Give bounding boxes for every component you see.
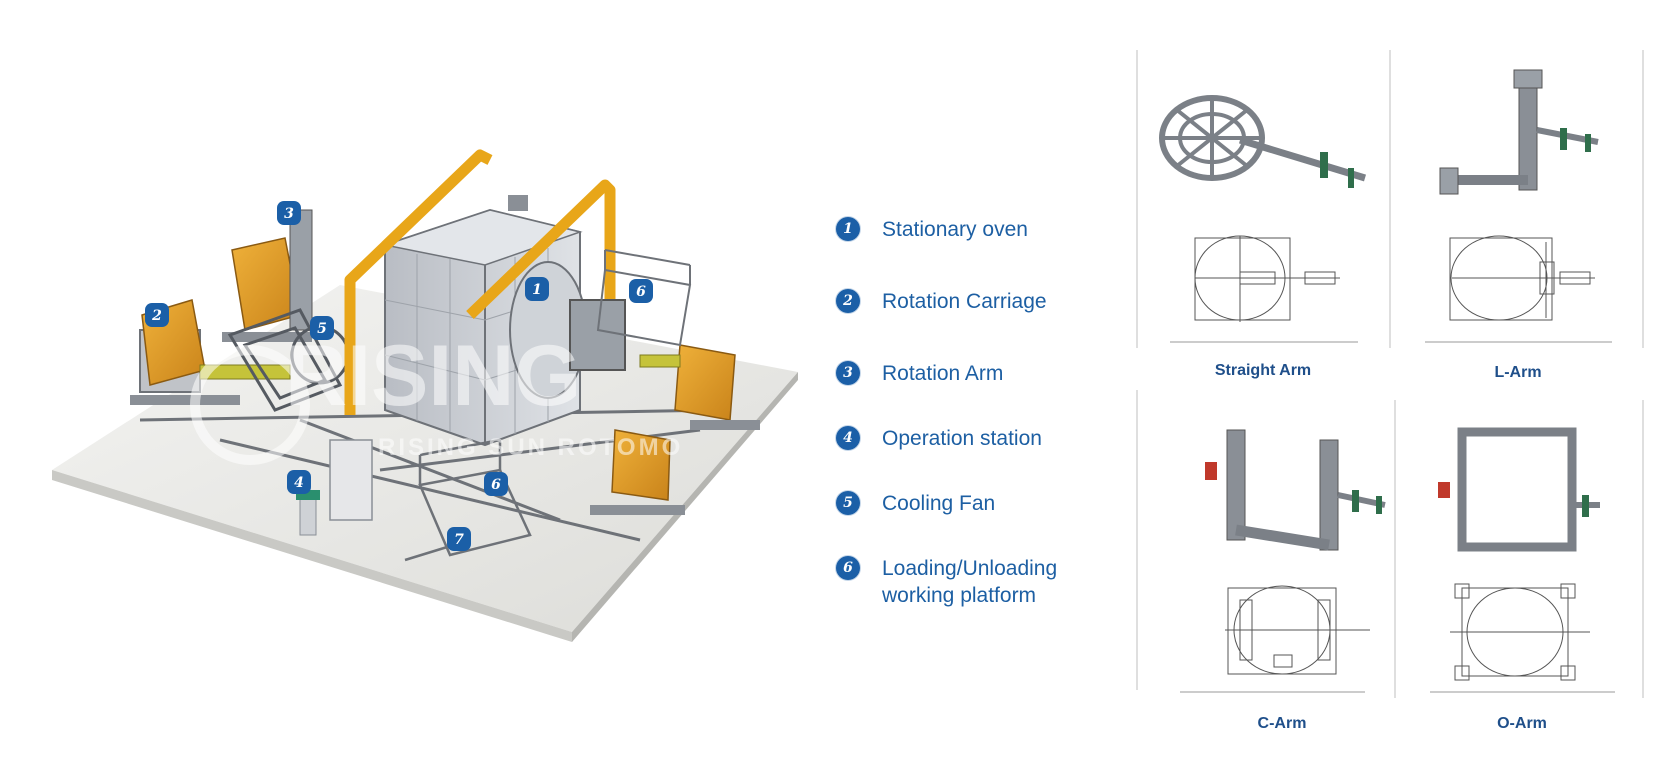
legend-number-badge: 3 [836, 361, 860, 385]
legend-label: Rotation Carriage [882, 290, 1047, 313]
callout-3: 3 [277, 201, 301, 225]
svg-text:RISING SUN ROTOMO: RISING SUN ROTOMO [378, 434, 683, 461]
legend-label: Stationary oven [882, 218, 1028, 241]
callout-6-front: 6 [484, 472, 508, 496]
svg-text:2: 2 [151, 308, 162, 324]
svg-text:1: 1 [532, 282, 542, 298]
c-arm-caption: C-Arm [1257, 715, 1307, 732]
l-arm-render [1439, 69, 1599, 195]
callout-6-back: 6 [629, 279, 653, 303]
o-arm-caption: O-Arm [1497, 715, 1547, 732]
o-arm-drawing [1450, 583, 1590, 681]
operation-station [296, 439, 373, 536]
svg-text:3: 3 [284, 206, 294, 222]
svg-text:5: 5 [317, 321, 327, 337]
o-arm-render [1438, 427, 1600, 552]
legend-item-rotation-carriage: 2 Rotation Carriage [836, 288, 1112, 315]
l-arm-drawing [1449, 235, 1595, 321]
arm-types-panel [1136, 50, 1644, 698]
legend-label: Operation station [882, 427, 1042, 450]
legend-number-badge: 1 [836, 217, 860, 241]
l-arm-caption: L-Arm [1494, 364, 1542, 381]
legend-number-badge: 6 [836, 556, 860, 580]
legend-label: Rotation Arm [882, 362, 1004, 385]
legend-number-badge: 2 [836, 289, 860, 313]
oven-door-frames [344, 149, 616, 415]
callout-5: 5 [310, 316, 334, 340]
floor-edge [52, 470, 572, 642]
machine-illustration: RISING RISING SUN ROTOMO 1 2 3 4 5 6 6 7 [52, 149, 798, 642]
watermark: RISING RISING SUN ROTOMO [190, 328, 683, 465]
callouts: 1 2 3 4 5 6 6 7 [145, 201, 653, 551]
callout-2: 2 [145, 303, 169, 327]
loading-platform-back [596, 249, 692, 347]
straight-arm-caption: Straight Arm [1214, 362, 1312, 379]
svg-text:RISING: RISING [285, 328, 581, 424]
svg-text:7: 7 [454, 532, 464, 548]
legend-number-badge: 4 [836, 426, 860, 450]
legend-item-stationary-oven: 1 Stationary oven [836, 216, 1112, 243]
c-arm-render [1205, 429, 1386, 551]
legend-item-operation-station: 4 Operation station [836, 425, 1112, 452]
svg-text:4: 4 [294, 475, 304, 491]
legend-number-badge: 5 [836, 491, 860, 515]
callout-7: 7 [447, 527, 471, 551]
legend-label: Loading/Unloading working platform [882, 557, 1058, 607]
c-arm-drawing [1225, 585, 1370, 675]
svg-text:6: 6 [491, 477, 501, 493]
legend-label: Cooling Fan [882, 492, 996, 515]
callout-4: 4 [287, 470, 311, 494]
straight-arm-render [1159, 95, 1367, 188]
rotation-carriage-right [569, 299, 760, 515]
legend-item-loading-platform: 6 Loading/Unloading working platform [836, 555, 1112, 609]
legend-item-rotation-arm: 3 Rotation Arm [836, 360, 1112, 387]
legend-item-cooling-fan: 5 Cooling Fan [836, 490, 1112, 517]
straight-arm-drawing [1194, 235, 1340, 322]
svg-text:6: 6 [636, 284, 646, 300]
callout-1: 1 [525, 277, 549, 301]
